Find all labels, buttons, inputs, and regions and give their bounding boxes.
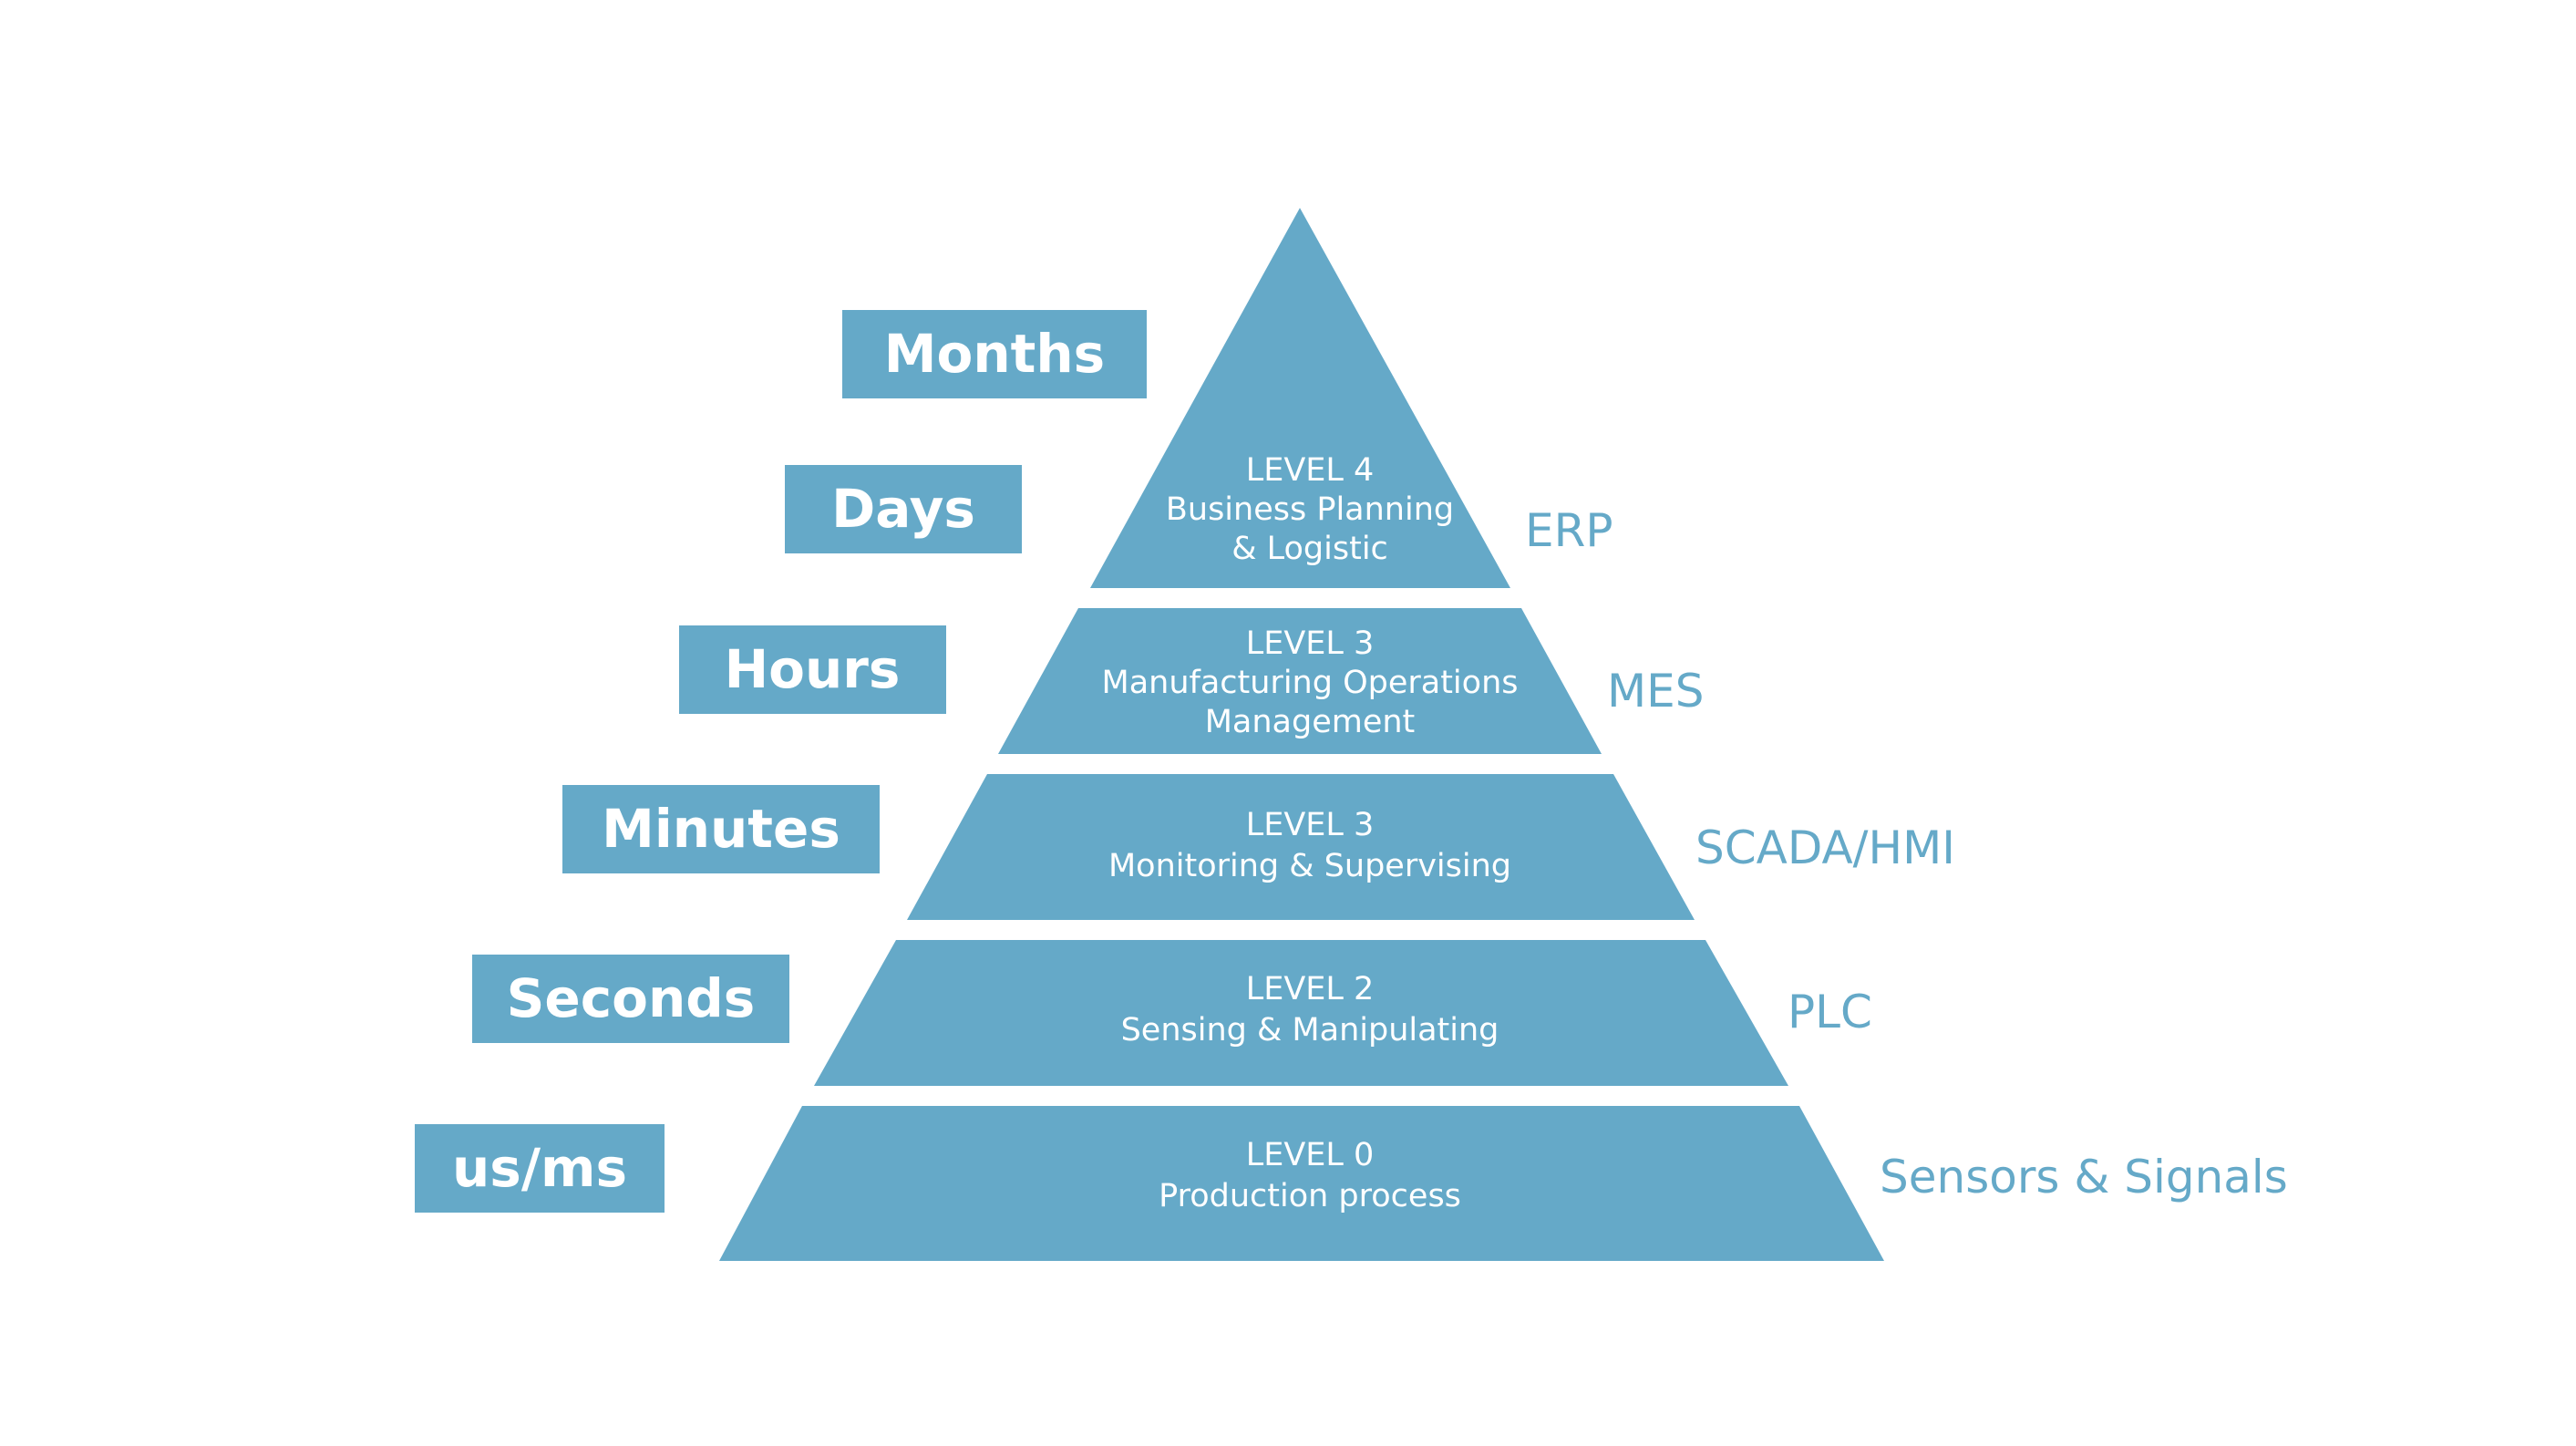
time-scale-label: Minutes bbox=[602, 798, 840, 860]
pyramid-tier bbox=[719, 1106, 1884, 1261]
time-scale-box bbox=[415, 1124, 665, 1213]
time-scale-hours: Hours bbox=[679, 625, 946, 714]
tier-line: Management bbox=[1205, 704, 1416, 740]
time-scale-minutes: Minutes bbox=[562, 785, 880, 873]
tier-line: LEVEL 4 bbox=[1246, 452, 1375, 489]
tier-line: LEVEL 0 bbox=[1246, 1137, 1375, 1173]
time-scale-box bbox=[785, 465, 1022, 553]
tier-line: Manufacturing Operations bbox=[1102, 665, 1519, 701]
time-scale-box bbox=[842, 310, 1147, 398]
tier-line: Sensing & Manipulating bbox=[1121, 1012, 1499, 1048]
pyramid-tier bbox=[998, 608, 1602, 754]
tier-line: LEVEL 3 bbox=[1246, 807, 1375, 843]
pyramid-level-3-mes: LEVEL 3 Manufacturing Operations Managem… bbox=[998, 608, 1602, 754]
tier-line: Business Planning bbox=[1166, 491, 1454, 528]
system-label-scada-hmi: SCADA/HMI bbox=[1695, 821, 1955, 874]
time-scale-labels: Months Days Hours Minutes Seconds us/ms bbox=[415, 310, 1147, 1213]
pyramid-tier bbox=[814, 940, 1788, 1086]
pyramid-tier bbox=[1090, 208, 1510, 588]
time-scale-days: Days bbox=[785, 465, 1022, 553]
time-scale-box bbox=[562, 785, 880, 873]
tier-line: Production process bbox=[1159, 1178, 1461, 1214]
system-label-sensors: Sensors & Signals bbox=[1880, 1151, 2288, 1203]
pyramid: LEVEL 4 Business Planning & Logistic LEV… bbox=[719, 208, 1884, 1261]
time-scale-label: Days bbox=[831, 478, 975, 540]
tier-line: & Logistic bbox=[1231, 531, 1388, 567]
tier-line: Monitoring & Supervising bbox=[1108, 848, 1511, 884]
time-scale-us-ms: us/ms bbox=[415, 1124, 665, 1213]
time-scale-label: Months bbox=[884, 323, 1105, 385]
time-scale-label: Hours bbox=[725, 638, 901, 700]
pyramid-level-3-scada: LEVEL 3 Monitoring & Supervising bbox=[907, 774, 1695, 920]
time-scale-box bbox=[679, 625, 946, 714]
time-scale-box bbox=[472, 955, 789, 1043]
system-label-erp: ERP bbox=[1525, 504, 1613, 557]
tier-line: LEVEL 3 bbox=[1246, 625, 1375, 662]
time-scale-seconds: Seconds bbox=[472, 955, 789, 1043]
tier-line: LEVEL 2 bbox=[1246, 971, 1375, 1007]
pyramid-tier bbox=[907, 774, 1695, 920]
system-label-mes: MES bbox=[1607, 665, 1704, 718]
pyramid-level-2: LEVEL 2 Sensing & Manipulating bbox=[814, 940, 1788, 1086]
time-scale-months: Months bbox=[842, 310, 1147, 398]
pyramid-level-4: LEVEL 4 Business Planning & Logistic bbox=[1090, 208, 1510, 588]
system-labels: ERP MES SCADA/HMI PLC Sensors & Signals bbox=[1525, 504, 2288, 1203]
time-scale-label: Seconds bbox=[507, 967, 756, 1029]
system-label-plc: PLC bbox=[1788, 986, 1872, 1038]
time-scale-label: us/ms bbox=[452, 1137, 627, 1199]
pyramid-level-0: LEVEL 0 Production process bbox=[719, 1106, 1884, 1261]
